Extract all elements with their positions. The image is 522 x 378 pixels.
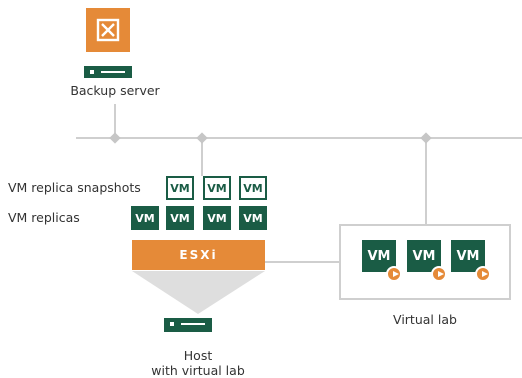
vm-replica-4: VM xyxy=(239,206,267,230)
backup-server-base-icon xyxy=(84,66,132,78)
backup-server-icon xyxy=(86,8,130,52)
bus-junction-lab xyxy=(420,132,432,144)
host-server-icon xyxy=(164,318,212,332)
play-icon xyxy=(386,266,402,282)
vm-snapshot-3: VM xyxy=(239,176,267,200)
host-label-line2: with virtual lab xyxy=(151,363,245,378)
host-funnel xyxy=(132,271,265,314)
play-icon xyxy=(475,266,491,282)
backup-logo-icon xyxy=(96,18,120,50)
vm-replica-snapshots-label: VM replica snapshots xyxy=(8,180,141,195)
play-icon xyxy=(431,266,447,282)
esxi-bar: ESXi xyxy=(132,240,265,270)
bus-junction-host xyxy=(196,132,208,144)
vm-snapshot-1: VM xyxy=(166,176,194,200)
vm-replica-2: VM xyxy=(166,206,194,230)
bus-junction-backup xyxy=(109,132,121,144)
vm-replica-1: VM xyxy=(131,206,159,230)
vm-replica-3: VM xyxy=(203,206,231,230)
backup-server-label: Backup server xyxy=(70,83,160,98)
vm-replicas-label: VM replicas xyxy=(8,210,80,225)
host-label-line1: Host xyxy=(183,348,213,363)
virtual-lab-label: Virtual lab xyxy=(393,312,457,327)
vm-snapshot-2: VM xyxy=(203,176,231,200)
